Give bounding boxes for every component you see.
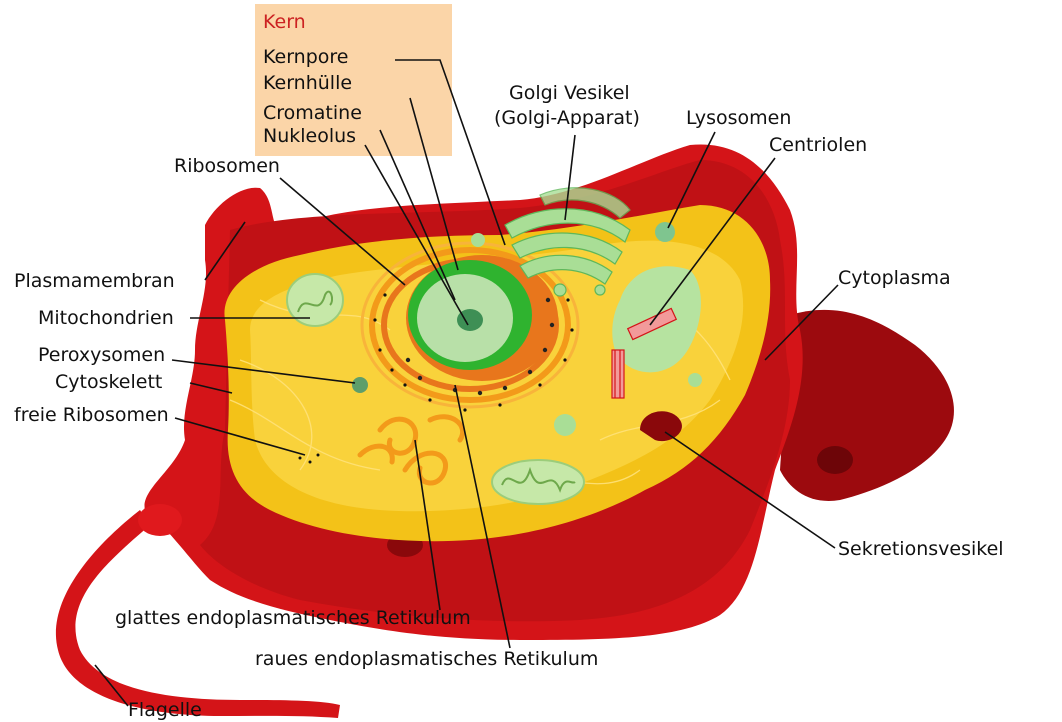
label-centriolen: Centriolen (769, 134, 867, 156)
vesicle-3 (688, 373, 702, 387)
vesicle-2 (554, 414, 576, 436)
label-flagelle: Flagelle (128, 699, 202, 721)
mitochondrion-2 (492, 460, 584, 504)
label-golgi-line2: (Golgi-Apparat) (494, 107, 640, 129)
label-cytoplasma: Cytoplasma (838, 267, 951, 289)
label-freie-ribosomen: freie Ribosomen (14, 404, 169, 426)
membrane-vesicle-2 (138, 504, 182, 536)
cell-right-lobe (780, 310, 954, 501)
label-glattes-er: glattes endoplasmatisches Retikulum (115, 607, 471, 629)
label-mitochondrien: Mitochondrien (38, 307, 174, 329)
kern-item-cromatine: Cromatine (263, 102, 362, 124)
label-lysosomen: Lysosomen (686, 107, 791, 129)
label-raues-er: raues endoplasmatisches Retikulum (255, 648, 598, 670)
label-golgi-line1: Golgi Vesikel (509, 82, 630, 104)
label-ribosomen: Ribosomen (174, 155, 280, 177)
kern-item-nukleolus: Nukleolus (263, 125, 356, 147)
label-plasmamembran: Plasmamembran (14, 270, 175, 292)
label-cytoskelett: Cytoskelett (55, 371, 162, 393)
label-peroxysomen: Peroxysomen (38, 344, 165, 366)
vesicle-1 (471, 233, 485, 247)
kern-item-kernpore: Kernpore (263, 46, 349, 68)
peroxisome (352, 377, 368, 393)
kern-legend-box: Kern Kernpore Kernhülle Cromatine Nukleo… (255, 4, 452, 156)
kern-item-kernhuelle: Kernhülle (263, 72, 352, 94)
label-sekretionsvesikel: Sekretionsvesikel (838, 538, 1004, 560)
right-lobe-vesicle (817, 446, 853, 474)
lysosome (655, 222, 675, 242)
cell-illustration (56, 144, 954, 718)
kern-title: Kern (263, 11, 306, 33)
